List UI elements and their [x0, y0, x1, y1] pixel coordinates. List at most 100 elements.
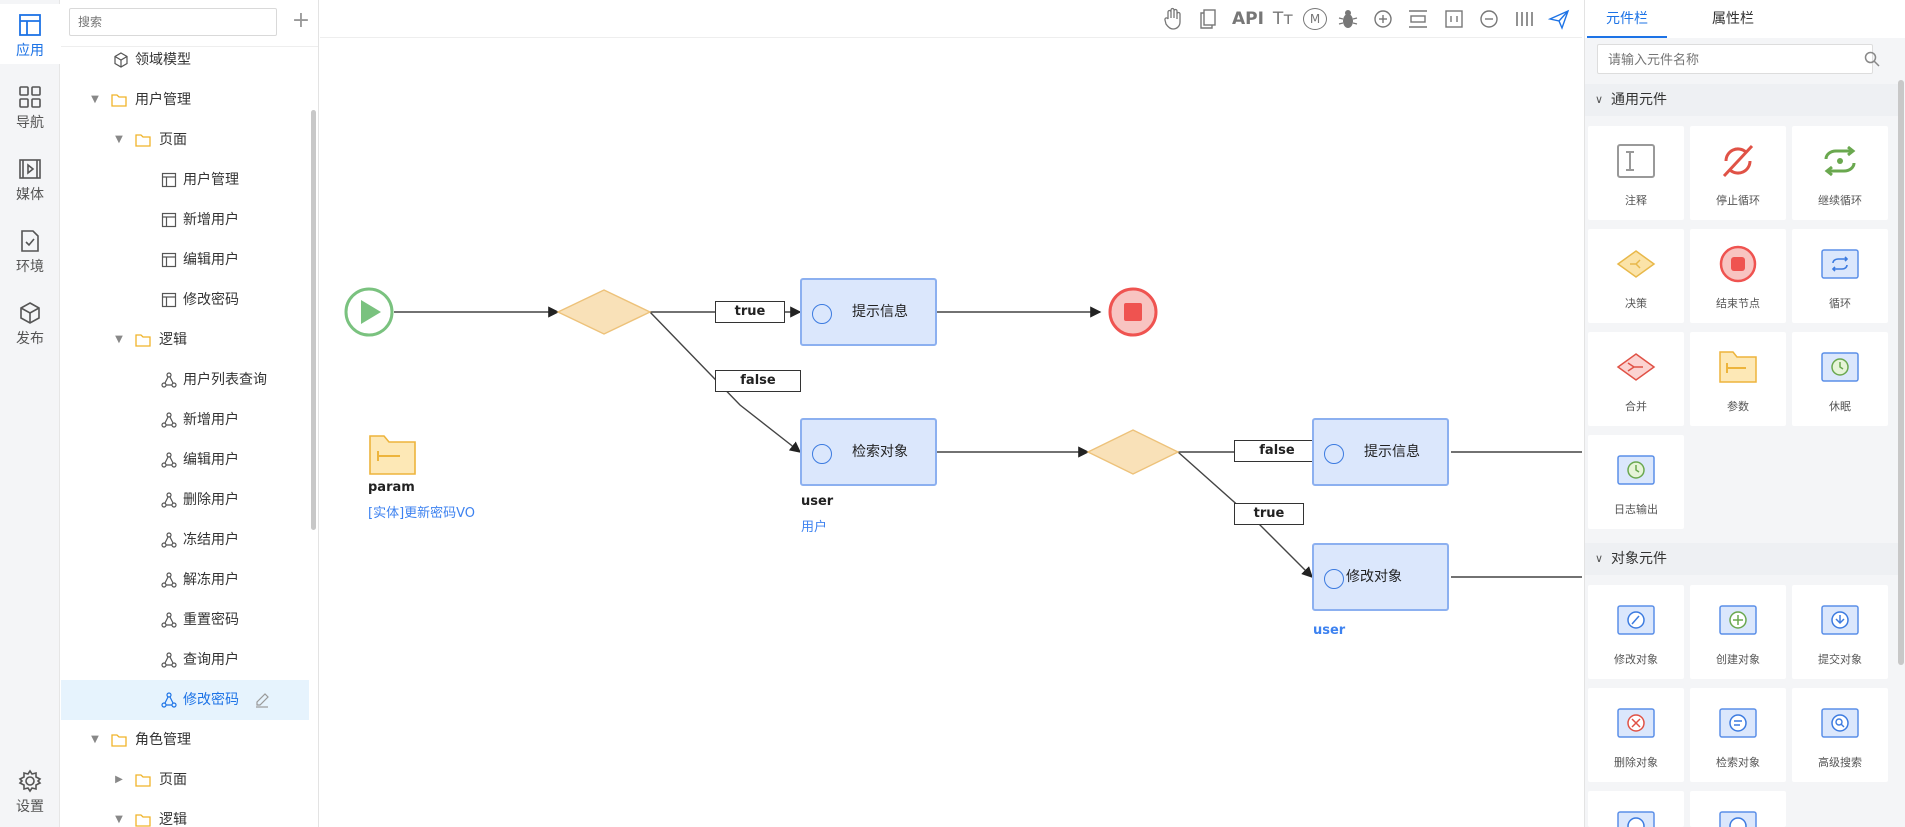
zoom-out-icon[interactable] — [1478, 7, 1500, 31]
tree-item[interactable]: 冻结用户 — [61, 520, 309, 560]
tree-item[interactable]: ▶ 页面 — [61, 760, 309, 800]
component-commit-object[interactable]: 提交对象 — [1792, 585, 1888, 679]
tree-item[interactable]: ▼ 用户管理 — [61, 80, 309, 120]
fit-icon[interactable] — [1407, 7, 1429, 31]
caret-down-icon[interactable]: ▼ — [115, 134, 123, 145]
send-icon[interactable] — [1548, 7, 1570, 31]
tree-item[interactable]: 新增用户 — [61, 400, 309, 440]
component-parameter[interactable]: 参数 — [1690, 332, 1786, 426]
text-icon[interactable]: Tт — [1272, 9, 1294, 29]
tab-properties[interactable]: 属性栏 — [1712, 11, 1754, 27]
tree-item[interactable]: 用户管理 — [61, 160, 309, 200]
page-icon — [161, 172, 177, 188]
prompt-node[interactable]: 提示信息 — [800, 278, 937, 346]
component-stop-loop[interactable]: 停止循环 — [1690, 126, 1786, 220]
caret-down-icon[interactable]: ▼ — [115, 334, 123, 345]
tree-item[interactable]: 重置密码 — [61, 600, 309, 640]
tree-item[interactable]: 查询用户 — [61, 640, 309, 680]
component-delete-object[interactable]: 删除对象 — [1588, 688, 1684, 782]
component-label: 停止循环 — [1716, 194, 1760, 207]
search-icon[interactable] — [1863, 50, 1881, 68]
tree-item-label: 新增用户 — [183, 212, 239, 228]
edge-label-true[interactable]: true — [715, 301, 785, 323]
copy-icon[interactable] — [1198, 7, 1218, 31]
component-panel: 元件栏 属性栏 ∨ 通用元件 注释 停止循环 继续循环 决策 结束节点 循环 合… — [1584, 0, 1905, 827]
section-header-general[interactable]: ∨ 通用元件 — [1585, 84, 1898, 116]
component-search-object[interactable]: 检索对象 — [1690, 688, 1786, 782]
component-tile[interactable] — [1690, 791, 1786, 827]
component-sleep[interactable]: 休眠 — [1792, 332, 1888, 426]
zoom-in-icon[interactable] — [1372, 7, 1394, 31]
component-merge[interactable]: 合并 — [1588, 332, 1684, 426]
hand-icon[interactable] — [1162, 7, 1184, 31]
edge-label-false[interactable]: false — [1234, 440, 1320, 462]
rail-item-navigation[interactable]: 导航 — [0, 84, 60, 140]
tree-item[interactable]: 编辑用户 — [61, 440, 309, 480]
tree-search-input[interactable] — [69, 8, 277, 36]
prompt-node[interactable]: 提示信息 — [1312, 418, 1449, 486]
edge-label-false[interactable]: false — [715, 370, 801, 392]
tab-components[interactable]: 元件栏 — [1587, 0, 1667, 38]
tree-item[interactable]: 领域模型 — [61, 40, 309, 80]
param-folder-icon[interactable] — [369, 435, 416, 475]
component-tile[interactable] — [1588, 791, 1684, 827]
tree-item-label: 编辑用户 — [183, 252, 239, 268]
end-node[interactable] — [1108, 287, 1158, 337]
tree-item[interactable]: ▼ 逻辑 — [61, 800, 309, 827]
stop-loop-icon — [1722, 144, 1754, 178]
decision-node[interactable] — [1086, 429, 1180, 475]
api-icon[interactable]: API — [1232, 9, 1264, 29]
rail-item-app[interactable]: 应用 — [0, 4, 60, 64]
caret-down-icon[interactable]: ▼ — [115, 814, 123, 825]
search-node[interactable]: 检索对象 — [800, 418, 937, 486]
tree-item[interactable]: 新增用户 — [61, 200, 309, 240]
columns-icon[interactable] — [1513, 7, 1535, 31]
component-continue-loop[interactable]: 继续循环 — [1792, 126, 1888, 220]
section-header-object[interactable]: ∨ 对象元件 — [1585, 543, 1898, 575]
rail-item-publish[interactable]: 发布 — [0, 300, 60, 356]
tree-item[interactable]: ▼ 角色管理 — [61, 720, 309, 760]
add-icon[interactable]: + — [291, 8, 311, 33]
component-log-output[interactable]: 日志输出 — [1588, 435, 1684, 529]
tree-item[interactable]: 删除用户 — [61, 480, 309, 520]
component-create-object[interactable]: 创建对象 — [1690, 585, 1786, 679]
tree-item[interactable]: 用户列表查询 — [61, 360, 309, 400]
logic-icon — [161, 612, 177, 628]
tree-item-selected[interactable]: 修改密码 — [61, 680, 309, 720]
component-end-node[interactable]: 结束节点 — [1690, 229, 1786, 323]
caret-down-icon[interactable]: ▼ — [91, 94, 99, 105]
panel-scrollbar[interactable] — [1898, 80, 1904, 665]
frame-icon[interactable] — [1443, 7, 1465, 31]
caret-right-icon[interactable]: ▶ — [115, 774, 123, 785]
component-loop[interactable]: 循环 — [1792, 229, 1888, 323]
pencil-icon[interactable] — [254, 692, 270, 708]
component-advanced-search[interactable]: 高级搜索 — [1792, 688, 1888, 782]
rail-item-environment[interactable]: 环境 — [0, 228, 60, 284]
tree-item[interactable]: 解冻用户 — [61, 560, 309, 600]
component-label: 休眠 — [1829, 400, 1851, 413]
start-node[interactable] — [344, 287, 394, 337]
modify-node[interactable]: 修改对象 — [1312, 543, 1449, 611]
tree-item[interactable]: ▼ 页面 — [61, 120, 309, 160]
rail-item-settings[interactable]: 设置 — [0, 768, 60, 824]
component-modify-object[interactable]: 修改对象 — [1588, 585, 1684, 679]
component-decision[interactable]: 决策 — [1588, 229, 1684, 323]
tree-item[interactable]: 修改密码 — [61, 280, 309, 320]
caret-down-icon[interactable]: ▼ — [91, 734, 99, 745]
page-icon — [161, 292, 177, 308]
left-nav-rail: 应用 导航 媒体 环境 发布 设置 — [0, 0, 60, 827]
tree-item-label: 编辑用户 — [183, 452, 239, 468]
rail-label: 导航 — [16, 115, 44, 131]
edge-label-true[interactable]: true — [1234, 503, 1304, 525]
decision-node[interactable] — [556, 289, 652, 335]
tree-scrollbar[interactable] — [311, 110, 316, 530]
object-icon — [1719, 811, 1757, 827]
m-icon[interactable]: M — [1303, 8, 1327, 30]
tree-item[interactable]: ▼ 逻辑 — [61, 320, 309, 360]
rail-item-media[interactable]: 媒体 — [0, 156, 60, 212]
tree-item[interactable]: 编辑用户 — [61, 240, 309, 280]
flow-canvas[interactable]: API Tт M — [320, 0, 1582, 827]
component-comment[interactable]: 注释 — [1588, 126, 1684, 220]
bug-icon[interactable] — [1337, 7, 1359, 31]
component-search-input[interactable] — [1597, 44, 1873, 74]
